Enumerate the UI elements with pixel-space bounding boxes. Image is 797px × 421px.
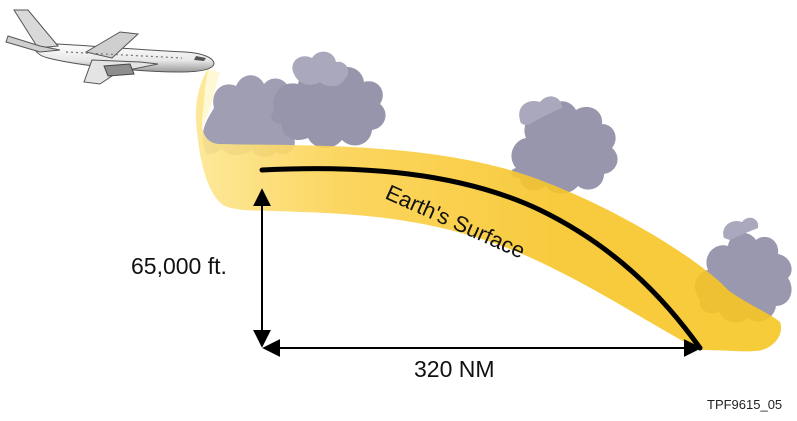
aircraft-icon [5,9,215,85]
radar-beam [195,66,782,352]
cloud-icon [511,96,618,194]
cloud-icon [202,51,386,158]
height-label: 65,000 ft. [131,253,227,279]
earth-surface-line [259,166,703,351]
distance-label: 320 NM [414,356,495,382]
figure-id-label: TPF9615_05 [707,397,782,412]
